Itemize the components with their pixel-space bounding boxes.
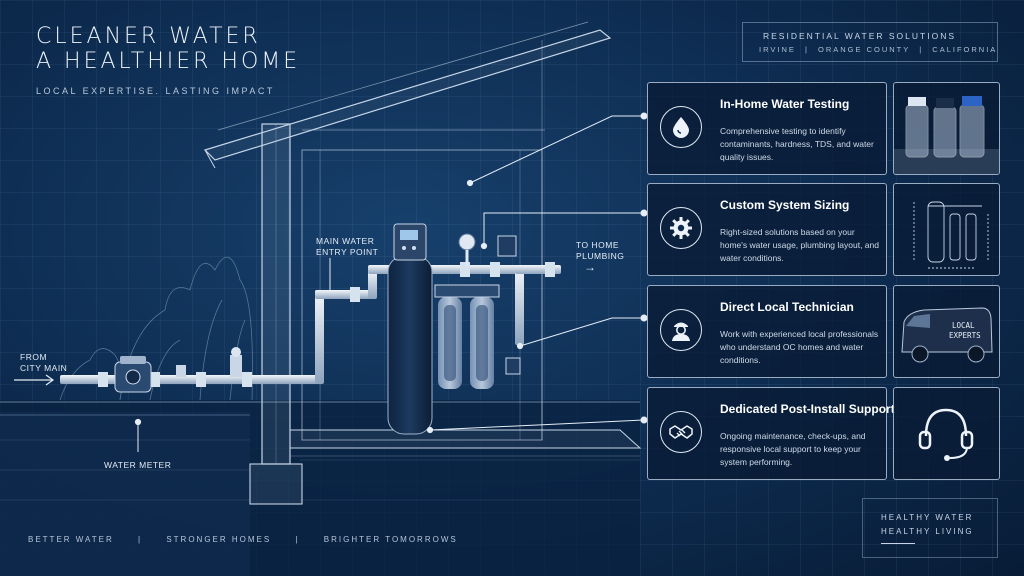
healthy-living-badge: HEALTHY WATER HEALTHY LIVING xyxy=(862,498,998,558)
van-text-experts: EXPERTS xyxy=(949,331,981,340)
water-softener-tank xyxy=(387,223,433,435)
water-meter-label: WATER METER xyxy=(104,460,172,470)
location-heading: RESIDENTIAL WATER SOLUTIONS xyxy=(763,31,957,41)
ground xyxy=(0,400,640,576)
filter-cartridges xyxy=(434,233,521,389)
water-drop-icon xyxy=(660,106,702,148)
service-description: Comprehensive testing to identify contam… xyxy=(720,126,874,162)
van-text-local: LOCAL xyxy=(952,321,975,330)
title-line-2: A HEALTHIER HOME xyxy=(36,49,301,74)
service-description: Work with experienced local professional… xyxy=(720,329,879,365)
place-separator: | xyxy=(804,45,809,54)
handshake-icon xyxy=(660,411,702,453)
footer-item-brighter-tomorrows: BRIGHTER TOMORROWS xyxy=(323,535,458,544)
badge-line-2: HEALTHY LIVING xyxy=(881,527,974,536)
tagline: LOCAL EXPERTISE. LASTING IMPACT xyxy=(36,86,275,96)
thumbnail-sample-bottles xyxy=(893,82,1000,175)
technician-icon xyxy=(660,309,702,351)
footer-item-better-water: BETTER WATER xyxy=(28,535,114,544)
service-title: Dedicated Post-Install Support xyxy=(720,402,895,416)
place-orange-county: ORANGE COUNTY xyxy=(818,45,911,54)
service-description: Right-sized solutions based on your home… xyxy=(720,227,879,263)
footer-separator: | xyxy=(138,535,143,544)
service-title: In-Home Water Testing xyxy=(720,97,850,111)
service-card-local-technician: Direct Local Technician Work with experi… xyxy=(647,285,887,378)
footer-item-stronger-homes: STRONGER HOMES xyxy=(166,535,272,544)
service-van-image: LOCAL EXPERTS xyxy=(901,307,993,363)
place-california: CALIFORNIA xyxy=(932,45,998,54)
service-card-system-sizing: Custom System Sizing Right-sized solutio… xyxy=(647,183,887,276)
footer-separator: | xyxy=(295,535,300,544)
thumbnail-system-schematic xyxy=(893,183,1000,276)
thumbnail-service-van: LOCAL EXPERTS xyxy=(893,285,1000,378)
service-card-post-install-support: Dedicated Post-Install Support Ongoing m… xyxy=(647,387,895,480)
location-places: IRVINE | ORANGE COUNTY | CALIFORNIA xyxy=(759,45,997,54)
place-separator: | xyxy=(919,45,924,54)
service-title: Custom System Sizing xyxy=(720,198,850,212)
badge-underline xyxy=(881,543,915,544)
to-home-plumbing-label: TO HOME PLUMBING xyxy=(576,240,625,261)
badge-line-1: HEALTHY WATER xyxy=(881,513,974,522)
gear-icon xyxy=(660,207,702,249)
service-description: Ongoing maintenance, check-ups, and resp… xyxy=(720,431,866,467)
title-line-1: CLEANER WATER xyxy=(36,24,261,49)
system-schematic-image xyxy=(913,201,989,269)
page-title: CLEANER WATER A HEALTHIER HOME xyxy=(36,24,300,74)
location-box: RESIDENTIAL WATER SOLUTIONS IRVINE | ORA… xyxy=(742,22,998,62)
sample-bottles-image xyxy=(894,96,999,174)
arrow-right-icon: → xyxy=(584,260,597,274)
main-water-entry-label: MAIN WATER ENTRY POINT xyxy=(316,236,379,257)
place-irvine: IRVINE xyxy=(759,45,796,54)
headset-icon xyxy=(918,408,974,461)
service-card-water-testing: In-Home Water Testing Comprehensive test… xyxy=(647,82,887,175)
from-city-main-label: FROM CITY MAIN xyxy=(20,352,68,373)
footer-slogans: BETTER WATER | STRONGER HOMES | BRIGHTER… xyxy=(28,535,458,544)
thumbnail-support-headset xyxy=(893,387,1000,480)
city-main-arrow xyxy=(14,374,55,386)
service-title: Direct Local Technician xyxy=(720,300,854,314)
water-meter-device xyxy=(114,356,152,393)
